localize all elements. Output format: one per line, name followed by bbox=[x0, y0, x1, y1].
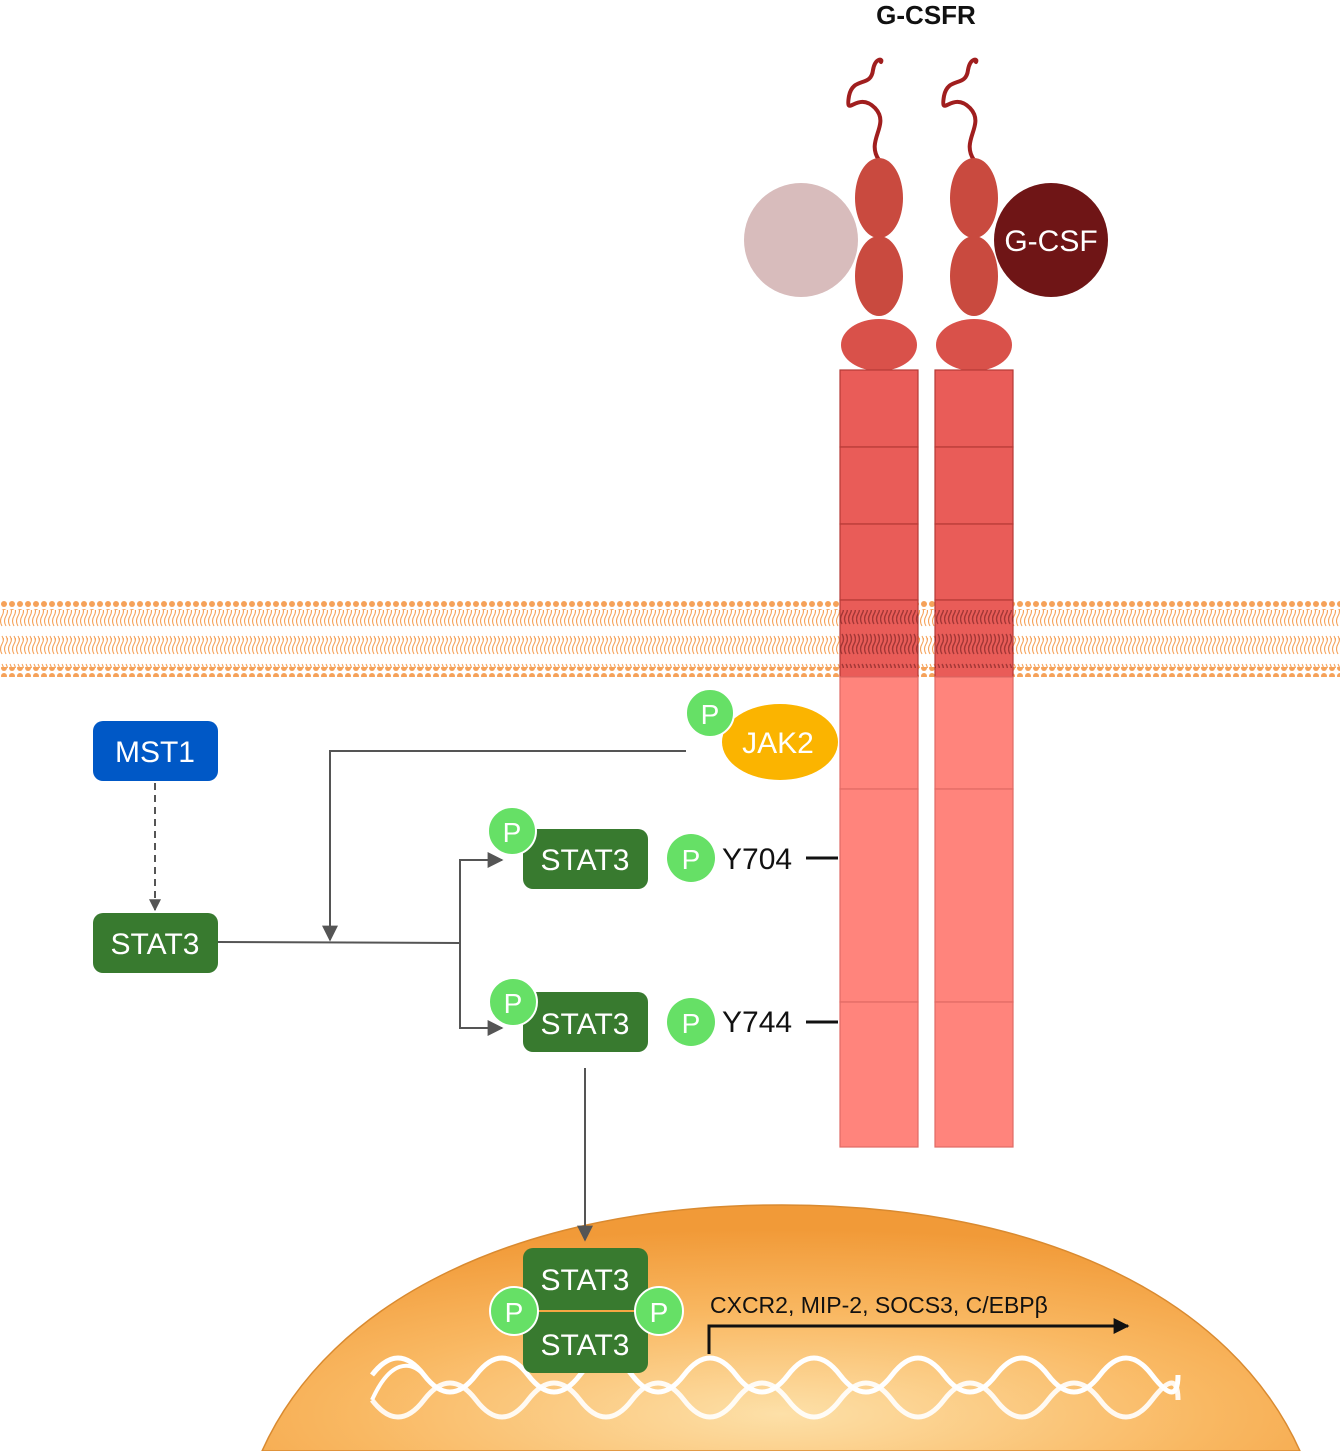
jak2-kinase: JAK2 bbox=[722, 704, 838, 780]
site-y704: P Y704 bbox=[667, 834, 838, 882]
receptor-segment bbox=[934, 446, 1014, 525]
target-genes-label: CXCR2, MIP-2, SOCS3, C/EBPβ bbox=[710, 1292, 1048, 1318]
receptor-chain-left bbox=[839, 57, 919, 1148]
ig-domain bbox=[950, 158, 998, 238]
fn-domain bbox=[936, 319, 1012, 371]
receptor-segment bbox=[839, 523, 919, 601]
phospho-label: P bbox=[682, 844, 701, 875]
transcription-arrow bbox=[707, 1318, 1130, 1354]
cell-membrane bbox=[0, 600, 1340, 677]
site-y744: P Y744 bbox=[667, 998, 838, 1046]
phospho-label: P bbox=[505, 1297, 524, 1328]
receptor-segment bbox=[839, 446, 919, 525]
stat3-label: STAT3 bbox=[541, 1329, 630, 1362]
phospho-label: P bbox=[682, 1008, 701, 1039]
stat3-label: STAT3 bbox=[541, 1008, 630, 1041]
site-label: Y704 bbox=[722, 843, 792, 876]
ig-domain bbox=[855, 236, 903, 316]
receptor-chain-right bbox=[934, 57, 1014, 1148]
ligand-unbound bbox=[744, 183, 858, 297]
transmembrane-region bbox=[935, 610, 1013, 668]
receptor-tail bbox=[941, 57, 979, 162]
receptor-segment bbox=[839, 788, 919, 1003]
receptor-segment bbox=[934, 523, 1014, 601]
fn-domain bbox=[841, 319, 917, 371]
ig-domain bbox=[855, 158, 903, 238]
dna-helix bbox=[370, 1355, 1181, 1420]
mst1-box: MST1 bbox=[93, 721, 218, 781]
ligand-g-csf: G-CSF bbox=[994, 183, 1108, 297]
receptor-segment bbox=[839, 369, 919, 448]
phospho-jak2: P bbox=[685, 688, 735, 738]
stat3-label: STAT3 bbox=[541, 844, 630, 877]
pathway-arrows bbox=[217, 750, 686, 1242]
receptor-segment bbox=[839, 1001, 919, 1148]
stat3-phospho-y704: STAT3 P bbox=[487, 806, 648, 889]
receptor-segment bbox=[839, 676, 919, 790]
receptor-segment bbox=[934, 1001, 1014, 1148]
phospho-label: P bbox=[650, 1297, 669, 1328]
stat3-phospho-y744: STAT3 P bbox=[488, 977, 648, 1052]
mst1-label: MST1 bbox=[115, 736, 195, 769]
receptor-segment bbox=[934, 676, 1014, 790]
stat3-label: STAT3 bbox=[111, 928, 200, 961]
receptor-title: G-CSFR bbox=[876, 0, 976, 30]
phospho-label: P bbox=[503, 817, 522, 848]
site-label: Y744 bbox=[722, 1006, 792, 1039]
receptor-segment bbox=[934, 369, 1014, 448]
stat3-label: STAT3 bbox=[541, 1264, 630, 1297]
stat3-unphosphorylated: STAT3 bbox=[93, 913, 218, 973]
ig-domain bbox=[950, 236, 998, 316]
receptor-tail bbox=[846, 57, 884, 162]
stat3-dimer: STAT3 STAT3 P P bbox=[489, 1248, 684, 1373]
phospho-label: P bbox=[701, 699, 720, 730]
nucleus bbox=[261, 1204, 1301, 1451]
ligand-label: G-CSF bbox=[1004, 225, 1097, 258]
g-csfr-receptor bbox=[839, 57, 1014, 1148]
jak2-label: JAK2 bbox=[742, 727, 814, 760]
receptor-segment bbox=[934, 788, 1014, 1003]
phospho-label: P bbox=[504, 988, 523, 1019]
transmembrane-region bbox=[840, 610, 918, 668]
